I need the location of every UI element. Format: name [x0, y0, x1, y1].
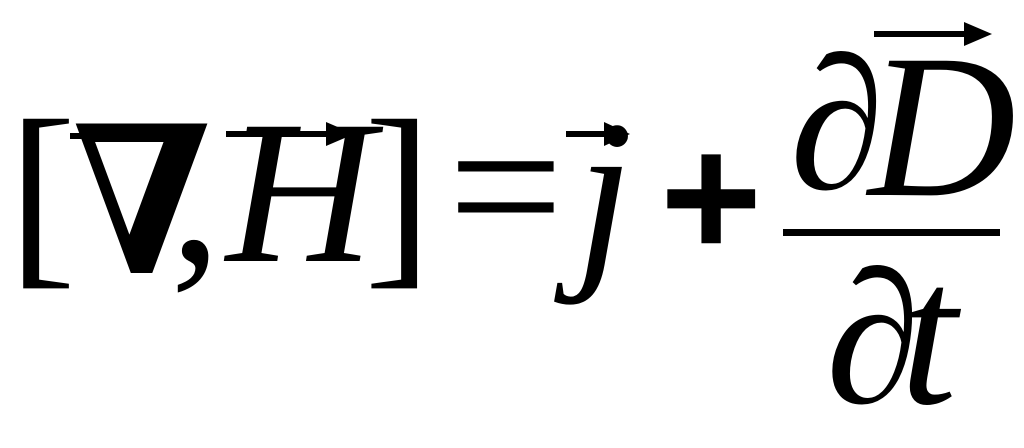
- close-square-bracket: ]: [364, 79, 433, 306]
- h-vector-arrow-icon: [226, 122, 354, 146]
- fraction-bar: [783, 229, 1000, 236]
- magnetic-field-h: H: [226, 79, 375, 306]
- equals-sign: =: [448, 73, 564, 300]
- maxwell-ampere-equation: [ ∇ , H ] = j + ∂ D ∂ t: [8, 13, 1017, 437]
- plus-sign: +: [660, 100, 763, 295]
- nabla-vector-arrow-icon: [70, 124, 198, 148]
- current-density-j: j: [576, 79, 633, 306]
- d-vector-arrow-icon: [874, 22, 992, 46]
- displacement-field-d: D: [868, 13, 1017, 240]
- open-square-bracket: [: [8, 79, 77, 306]
- comma-separator: ,: [170, 79, 222, 306]
- j-vector-arrow-icon: [566, 122, 630, 146]
- time-variable-t: t: [900, 221, 957, 448]
- denominator-partial-symbol: ∂: [826, 234, 920, 444]
- numerator-partial-symbol: ∂: [790, 20, 884, 230]
- nabla-operator: ∇: [72, 91, 211, 318]
